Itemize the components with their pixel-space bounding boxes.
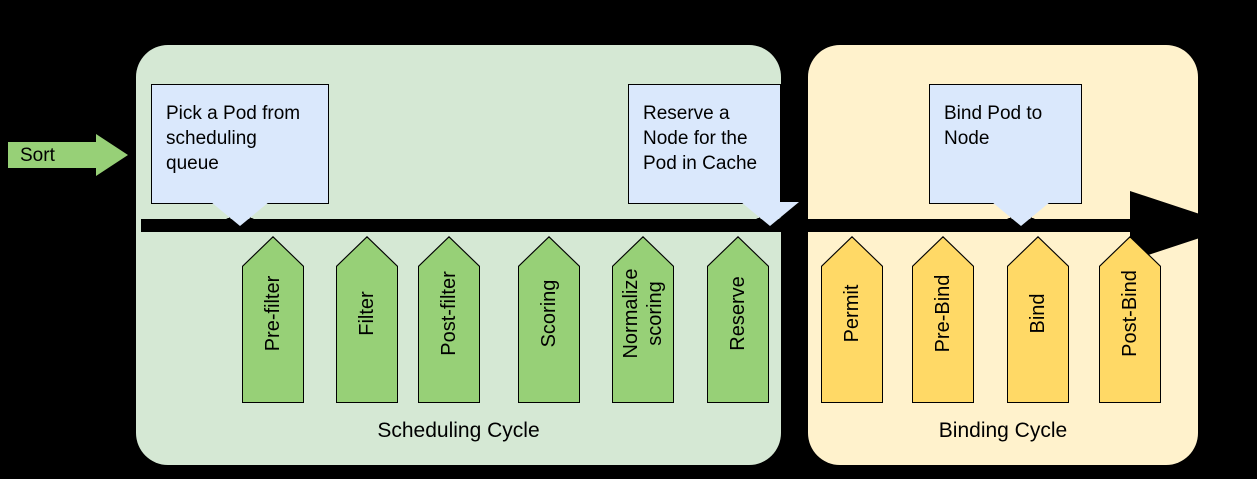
stage-filter[interactable]: Filter — [336, 236, 398, 403]
stage-arrow-shape — [707, 236, 769, 403]
stage-arrow-shape — [1007, 236, 1069, 403]
stage-arrow-shape — [518, 236, 580, 403]
callout-tail-icon — [211, 202, 269, 226]
callout-pick-pod: Pick a Pod from scheduling queue — [151, 84, 329, 226]
stage-normalize-scoring[interactable]: Normalize scoring — [612, 236, 674, 403]
stage-arrow-shape — [242, 236, 304, 403]
stage-scoring[interactable]: Scoring — [518, 236, 580, 403]
callout-text: Pick a Pod from scheduling queue — [166, 103, 301, 174]
callout-tail-icon — [741, 202, 799, 226]
callout-tail-icon — [992, 202, 1050, 226]
stage-arrow-shape — [1099, 236, 1161, 403]
stage-post-filter[interactable]: Post-filter — [418, 236, 480, 403]
stage-arrow-shape — [612, 236, 674, 403]
sort-entry-arrow: Sort — [8, 134, 128, 176]
stage-arrow-shape — [418, 236, 480, 403]
callout-reserve-node: Reserve a Node for the Pod in Cache — [628, 84, 799, 226]
timeline-bar — [141, 219, 1156, 232]
stage-arrow-shape — [912, 236, 974, 403]
callout-text: Bind Pod to Node — [944, 103, 1043, 149]
stage-arrow-shape — [336, 236, 398, 403]
binding-cycle-label: Binding Cycle — [938, 419, 1068, 442]
scheduling-cycle-label: Scheduling Cycle — [377, 419, 540, 442]
stage-arrow-shape — [821, 236, 883, 403]
callout-text: Reserve a Node for the Pod in Cache — [643, 103, 758, 174]
stage-pre-filter[interactable]: Pre-filter — [242, 236, 304, 403]
stage-reserve[interactable]: Reserve — [707, 236, 769, 403]
callout-bind-pod: Bind Pod to Node — [929, 84, 1082, 226]
stage-post-bind[interactable]: Post-Bind — [1099, 236, 1161, 403]
sort-label: Sort — [20, 144, 55, 166]
stage-permit[interactable]: Permit — [821, 236, 883, 403]
stage-bind[interactable]: Bind — [1007, 236, 1069, 403]
stage-pre-bind[interactable]: Pre-Bind — [912, 236, 974, 403]
